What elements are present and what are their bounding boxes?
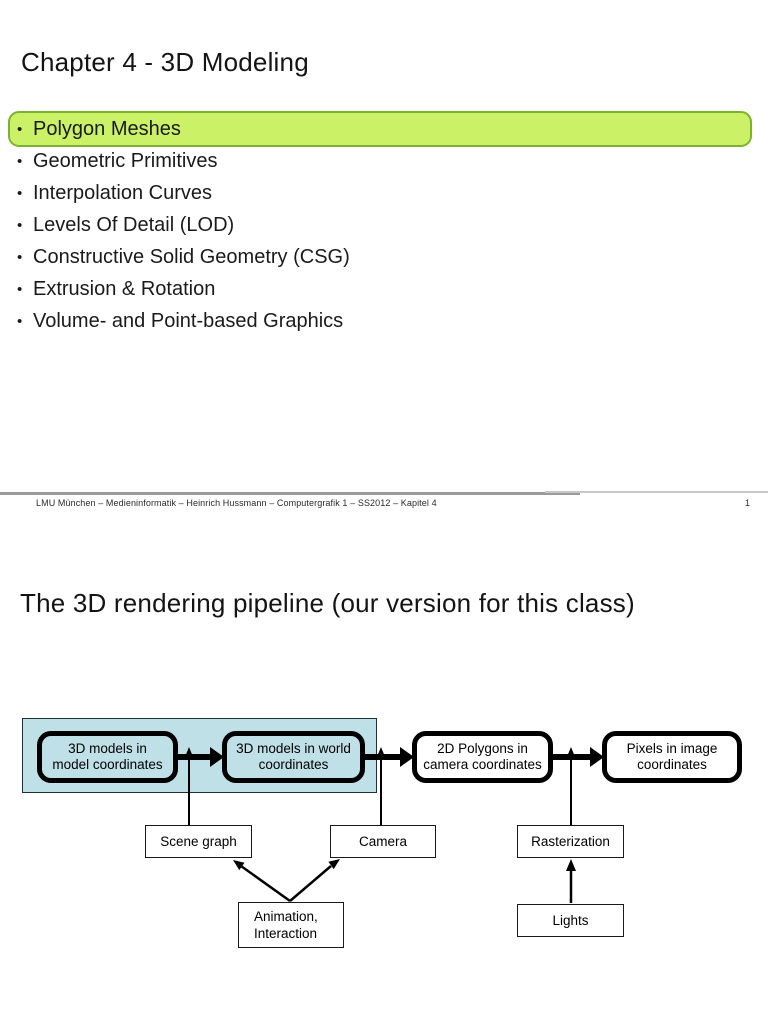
slide1-title: Chapter 4 - 3D Modeling [21, 47, 309, 77]
node-scene-graph: Scene graph [145, 825, 252, 858]
bullet-icon: • [17, 184, 23, 202]
node-2d-polygons-camera-coords: 2D Polygons in camera coordinates [412, 731, 553, 783]
arrow-camera-to-pixels [552, 747, 604, 767]
list-item-label: Polygon Meshes [33, 117, 181, 140]
arrow-lights-to-rasterization [566, 859, 576, 903]
footer-divider [0, 492, 580, 495]
list-item-label: Extrusion & Rotation [33, 277, 216, 300]
list-item: • Volume- and Point-based Graphics [17, 305, 747, 337]
list-item: • Polygon Meshes [17, 113, 747, 145]
node-animation-interaction: Animation, Interaction [238, 902, 344, 948]
arrow-animation-to-camera [289, 859, 340, 902]
bullet-icon: • [17, 152, 23, 170]
list-item: • Constructive Solid Geometry (CSG) [17, 241, 747, 273]
footer-text: LMU München – Medieninformatik – Heinric… [36, 498, 437, 508]
list-item-label: Interpolation Curves [33, 181, 212, 204]
page-number: 1 [744, 498, 750, 508]
node-camera: Camera [330, 825, 436, 858]
list-item-label: Levels Of Detail (LOD) [33, 213, 235, 236]
node-3d-models-model-coords: 3D models in model coordinates [37, 731, 178, 783]
list-item-label: Volume- and Point-based Graphics [33, 309, 344, 332]
bullet-list: • Polygon Meshes • Geometric Primitives … [17, 113, 747, 337]
list-item: • Extrusion & Rotation [17, 273, 747, 305]
bullet-icon: • [17, 120, 23, 138]
node-rasterization: Rasterization [517, 825, 624, 858]
node-lights: Lights [517, 904, 624, 937]
node-pixels-image-coords: Pixels in image coordinates [602, 731, 742, 783]
node-3d-models-world-coords: 3D models in world coordinates [222, 731, 365, 783]
highlight-bar [8, 111, 752, 147]
list-item: • Levels Of Detail (LOD) [17, 209, 747, 241]
bullet-icon: • [17, 312, 23, 330]
arrow-rasterization-up [566, 747, 576, 826]
arrow-camera-up [376, 747, 386, 826]
list-item: • Geometric Primitives [17, 145, 747, 177]
bullet-icon: • [17, 280, 23, 298]
list-item-label: Constructive Solid Geometry (CSG) [33, 245, 350, 268]
bullet-icon: • [17, 216, 23, 234]
list-item-label: Geometric Primitives [33, 149, 218, 172]
list-item: • Interpolation Curves [17, 177, 747, 209]
arrow-animation-to-scene-graph [233, 860, 291, 903]
slide2-title: The 3D rendering pipeline (our version f… [20, 588, 635, 618]
bullet-icon: • [17, 248, 23, 266]
footer-divider [545, 491, 768, 493]
